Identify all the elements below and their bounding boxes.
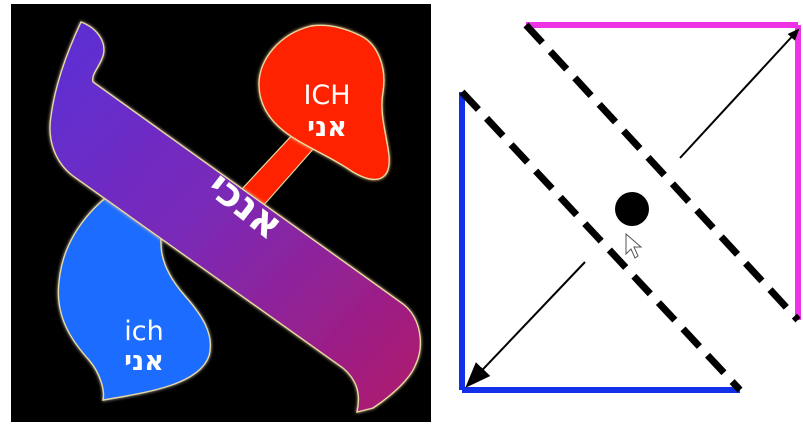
bottom-label-latin: ich: [124, 316, 163, 347]
top-leaf: [258, 24, 390, 181]
dashed-diagonal-lower: [459, 89, 743, 393]
center-dot: [615, 192, 649, 226]
bottom-leaf: [57, 185, 211, 401]
cursor-icon: [625, 232, 643, 259]
square-diagram-svg: [440, 0, 803, 427]
square-diagram-panel: [440, 0, 803, 427]
top-label-hebrew: אני: [307, 112, 347, 143]
arrow-up-right: [679, 28, 800, 159]
dashed-diagonal-upper: [523, 22, 801, 323]
bottom-label-hebrew: אני: [124, 346, 164, 377]
top-label-latin: ICH: [303, 80, 350, 111]
aleph-svg: ICH אני ich אני אנכי: [11, 4, 431, 422]
aleph-panel: ICH אני ich אני אנכי: [11, 4, 431, 422]
arrow-down-left: [465, 261, 586, 388]
main-diagonal-stroke: [49, 21, 422, 413]
